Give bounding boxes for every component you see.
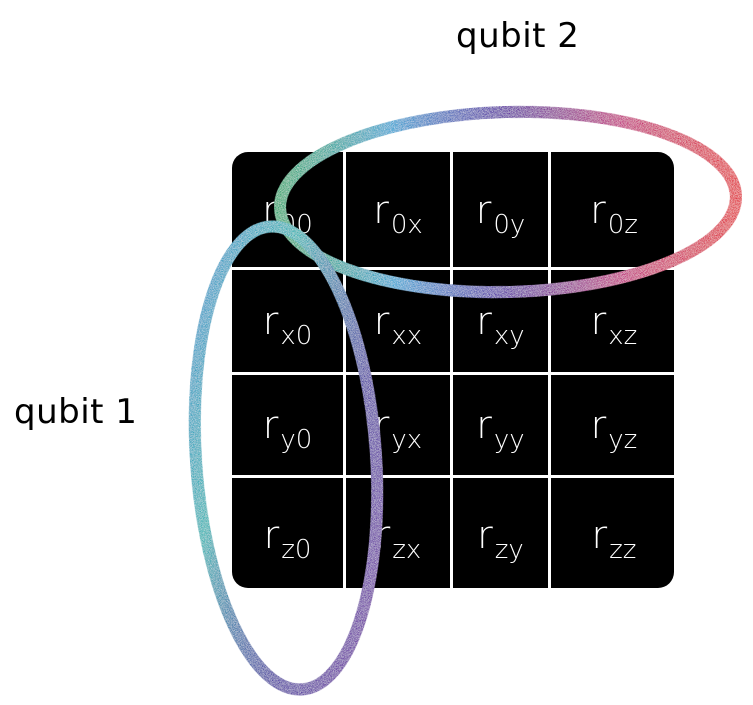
cell-symbol: r [263, 512, 280, 557]
cell-symbol: r [590, 403, 607, 447]
cell-symbol: r [262, 299, 279, 343]
cell-subscript: 0z [607, 209, 638, 240]
matrix-cell: rxz [551, 270, 674, 372]
matrix-cell: r0y [453, 152, 548, 267]
matrix-cell: rzy [453, 478, 548, 588]
cell-symbol: r [475, 187, 492, 232]
cell-symbol: r [477, 512, 493, 557]
cell-symbol: r [373, 187, 389, 232]
matrix-cell: rzz [551, 478, 674, 588]
cell-subscript: z0 [281, 534, 312, 565]
matrix-cell: rz0 [232, 478, 343, 588]
cell-symbol: r [476, 403, 492, 447]
qubit-1-ellipse [188, 220, 384, 696]
cell-symbol: r [262, 187, 278, 232]
matrix-cell: ry0 [232, 375, 343, 475]
cell-subscript: xy [493, 321, 525, 351]
correlation-matrix-grid: r00 r0x r0y r0z rx0 rxx rxy rxz ry0 ryx … [232, 152, 674, 588]
cell-subscript: zx [392, 534, 422, 565]
cell-symbol: r [476, 299, 492, 343]
cell-subscript: yz [608, 425, 638, 455]
cell-symbol: r [262, 403, 279, 447]
cell-subscript: yy [493, 425, 525, 455]
cell-subscript: x0 [280, 321, 313, 351]
cell-subscript: y0 [280, 425, 313, 455]
matrix-cell: r0z [551, 152, 674, 267]
cell-subscript: xz [608, 321, 638, 351]
cell-subscript: xx [391, 321, 423, 351]
cell-symbol: r [590, 299, 607, 343]
cell-symbol: r [373, 299, 390, 343]
cell-subscript: 0y [493, 209, 526, 240]
cell-subscript: zy [494, 534, 524, 565]
cell-symbol: r [590, 187, 606, 232]
cell-subscript: 0x [390, 209, 423, 240]
cell-subscript: zz [609, 534, 637, 565]
cell-subscript: yx [391, 425, 423, 455]
matrix-cell: ryy [453, 375, 548, 475]
qubit-2-ellipse [274, 105, 742, 299]
qubit-1-label: qubit 1 [14, 392, 138, 432]
matrix-cell: rx0 [232, 270, 343, 372]
matrix-cell: ryz [551, 375, 674, 475]
matrix-cell: r0x [346, 152, 450, 267]
qubit-2-label: qubit 2 [456, 16, 580, 56]
cell-symbol: r [591, 512, 608, 557]
matrix-cell: rzx [346, 478, 450, 588]
